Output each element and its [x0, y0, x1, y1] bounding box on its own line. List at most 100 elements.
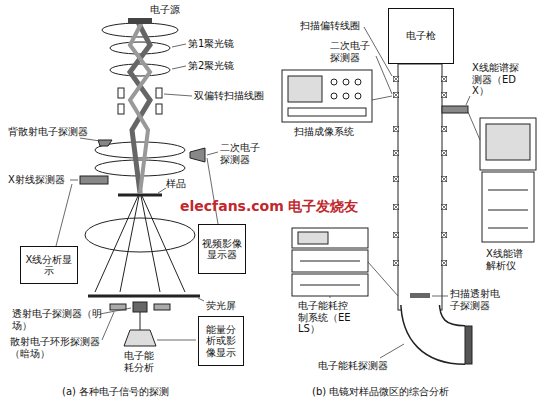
device-case — [292, 274, 368, 296]
leaders-a — [56, 44, 218, 340]
secondary-detector — [190, 148, 205, 162]
coil — [393, 176, 398, 181]
electron-beam — [130, 22, 150, 193]
part-label: 二次电子探测器 — [330, 40, 374, 63]
monitor-screen — [486, 124, 530, 160]
part-label: 第1聚光镜 — [188, 38, 234, 50]
knob — [343, 93, 349, 99]
cabinet — [482, 172, 534, 242]
leader-line — [100, 308, 131, 314]
device-slot — [300, 261, 360, 262]
cable — [372, 96, 392, 100]
leader-line — [172, 66, 186, 69]
stem-detector — [410, 293, 430, 298]
condenser-lens-2 — [110, 64, 170, 76]
cabinet-line — [488, 210, 528, 211]
part-label: 透射电子探测器（明场） — [12, 308, 102, 331]
cable — [157, 340, 196, 341]
xray-analyzer — [480, 118, 536, 242]
part-label: 扫描偏转线圈 — [300, 20, 360, 32]
knob — [331, 93, 337, 99]
cabinet-line — [488, 190, 528, 191]
coil — [393, 260, 398, 265]
device-slot — [300, 285, 360, 286]
edx-detector — [442, 106, 468, 113]
leader-line — [207, 152, 218, 155]
monitor — [480, 118, 536, 170]
coil — [441, 126, 446, 131]
coil — [393, 92, 398, 97]
cabinet-line — [488, 228, 528, 229]
cable — [468, 112, 480, 140]
box-text: 电子枪 — [406, 30, 436, 42]
backscatter-detector — [98, 140, 112, 146]
part-label: 样品 — [166, 178, 186, 190]
part-label: 荧光屏 — [206, 300, 236, 312]
device-case — [292, 228, 368, 248]
leader-line — [70, 180, 78, 181]
display-box: X线分析显示 — [20, 246, 78, 284]
part-label: 双偏转扫描线圈 — [194, 90, 264, 102]
knob — [355, 93, 361, 99]
spectrometer — [124, 330, 156, 346]
device-case — [292, 250, 368, 272]
cable — [330, 296, 331, 298]
box-text: X线分析显示 — [24, 254, 74, 277]
part-label: X线能谱解析仪 — [486, 248, 532, 271]
leader-line — [102, 312, 114, 340]
annular-detector — [154, 304, 170, 310]
coil — [441, 260, 446, 265]
leader-line — [158, 188, 166, 193]
leader-line — [164, 94, 192, 96]
cable — [56, 184, 72, 246]
gun-box: 电子枪 — [388, 8, 454, 64]
leader-line — [432, 296, 448, 297]
scan-imaging-device — [282, 70, 372, 122]
knob — [355, 79, 361, 85]
coil — [393, 126, 398, 131]
part-label: 电子能耗探测器 — [318, 360, 388, 372]
cable — [368, 262, 398, 296]
device-case — [282, 70, 372, 122]
ray — [120, 196, 139, 292]
coil — [441, 232, 446, 237]
knob — [331, 79, 337, 85]
box-text: 视频影像显示器 — [202, 238, 242, 261]
coil — [441, 150, 446, 155]
electron-source — [128, 18, 152, 24]
part-label: 二次电子探测器 — [220, 142, 266, 165]
coil — [393, 232, 398, 237]
ray — [141, 196, 160, 292]
device-panel — [288, 108, 366, 116]
leader-line — [172, 44, 186, 47]
electron-beam — [130, 22, 150, 193]
coil — [393, 204, 398, 209]
display-box: 能量分析或影像显示 — [198, 316, 244, 366]
watermark: 电子发烧友 — [288, 198, 358, 214]
coil — [441, 176, 446, 181]
coil — [393, 76, 398, 81]
column-tube — [398, 64, 442, 310]
knob — [343, 79, 349, 85]
scan-coil — [118, 104, 124, 114]
watermark: elecfans.com — [180, 198, 284, 214]
part-label: 电子源 — [150, 4, 180, 16]
coils — [393, 76, 446, 265]
part-label: 散射电子环形探测器（暗场） — [10, 336, 106, 359]
caption: (b) 电镜对样品微区的综合分析 — [312, 386, 449, 398]
ray — [95, 196, 138, 292]
scan-coil — [118, 88, 124, 98]
coil — [441, 204, 446, 209]
part-label: X线能谱探测器（EDX） — [472, 62, 524, 97]
device-screen — [288, 76, 322, 102]
scan-coil — [156, 88, 162, 98]
ray — [142, 196, 185, 292]
coil — [441, 92, 446, 97]
leader-line — [198, 298, 204, 301]
leader-line — [380, 344, 404, 358]
leader-line — [466, 96, 470, 105]
xray-detector — [80, 176, 108, 184]
part-label: 扫描成像系统 — [294, 126, 354, 138]
sample — [118, 194, 162, 197]
